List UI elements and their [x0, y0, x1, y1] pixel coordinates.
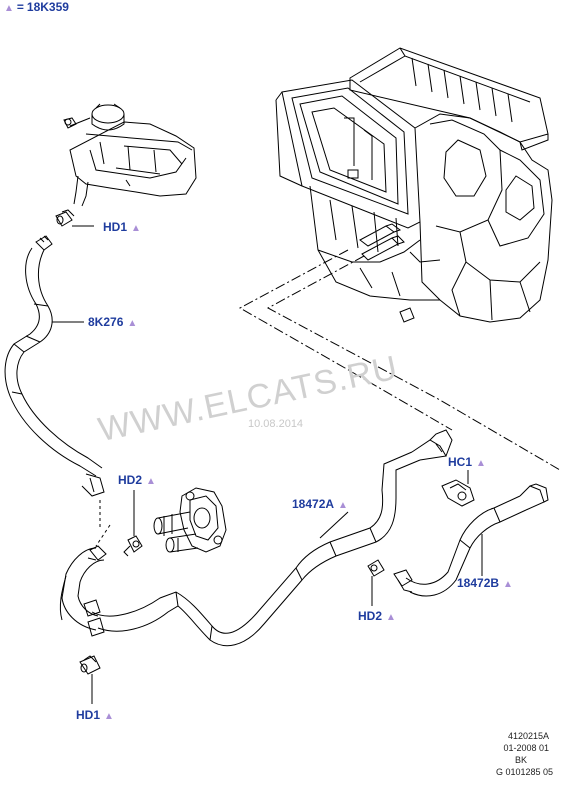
label-18472a: 18472A▲	[292, 497, 348, 513]
hd2-left-clamp-drawing	[123, 535, 143, 557]
label-18472b-text: 18472B	[457, 576, 500, 590]
hose-18472b-drawing	[393, 483, 549, 597]
footer-line-3: BK	[514, 755, 527, 765]
triangle-icon: ▲	[503, 579, 513, 590]
triangle-icon: ▲	[146, 476, 156, 487]
label-hd2-left: HD2▲	[118, 473, 156, 489]
hd1-bottom-clamp-drawing	[79, 655, 101, 675]
hc1-clamp-drawing	[441, 479, 475, 507]
leader-lines	[87, 249, 561, 561]
footer-reference: 4120215A 01-2008 01 BK G 0101285 05	[496, 730, 553, 778]
hose-8k276-drawing	[4, 235, 105, 497]
hd1-top-clamp-drawing	[55, 209, 75, 227]
label-hd2-right-text: HD2	[358, 609, 383, 623]
label-8k276-text: 8K276	[88, 315, 124, 329]
hd2-right-clamp-drawing	[367, 559, 385, 577]
label-hd2-left-text: HD2	[118, 473, 143, 487]
thermostat-housing-drawing	[153, 487, 227, 553]
triangle-icon: ▲	[476, 458, 486, 469]
legend-equals: =	[16, 0, 24, 14]
triangle-icon: ▲	[338, 500, 348, 511]
label-hc1: HC1▲	[448, 455, 486, 471]
legend: ▲=18K359	[4, 0, 69, 16]
label-hd1-top: HD1▲	[103, 220, 141, 236]
footer-line-1: 4120215A	[507, 731, 549, 741]
legend-code: 18K359	[26, 0, 69, 14]
label-18472b: 18472B▲	[457, 576, 513, 592]
short-dashes	[95, 500, 111, 547]
label-hd1-bottom-text: HD1	[76, 708, 101, 722]
footer-line-2: 01-2008 01	[503, 743, 549, 753]
label-hc1-text: HC1	[448, 455, 473, 469]
triangle-icon: ▲	[127, 318, 138, 329]
label-hd1-bottom: HD1▲	[76, 708, 114, 724]
triangle-icon: ▲	[104, 711, 114, 722]
expansion-tank-drawing	[63, 103, 197, 207]
label-hd1-top-text: HD1	[103, 220, 128, 234]
leader-18472a	[319, 511, 349, 539]
triangle-icon: ▲	[4, 3, 14, 14]
label-hd2-right: HD2▲	[358, 609, 396, 625]
lower-hose-drawing	[59, 429, 453, 647]
footer-line-4: G 0101285 05	[495, 767, 553, 777]
heater-unit-drawing	[275, 47, 553, 323]
triangle-icon: ▲	[131, 223, 141, 234]
watermark-date: 10.08.2014	[248, 418, 304, 430]
label-18472a-text: 18472A	[292, 497, 335, 511]
triangle-icon: ▲	[386, 612, 396, 623]
label-8k276: 8K276▲	[88, 315, 137, 331]
